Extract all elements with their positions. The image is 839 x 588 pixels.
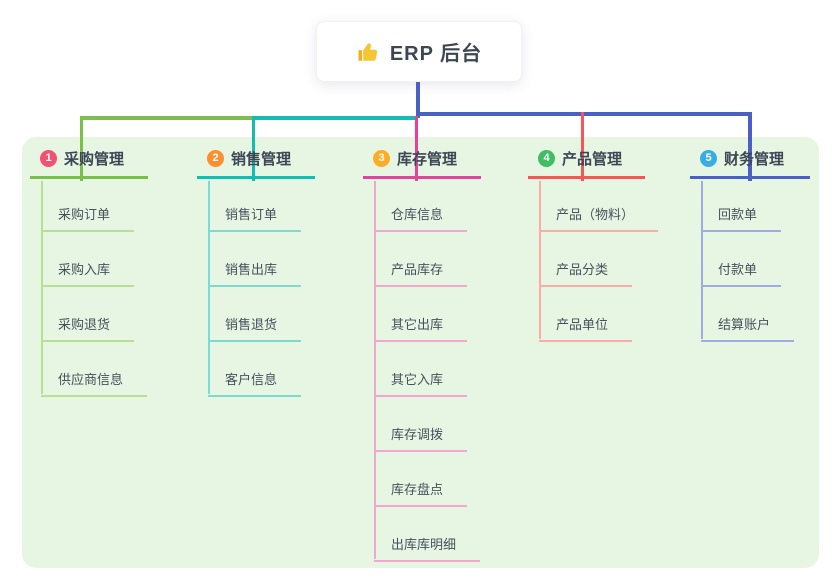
leaf-node[interactable]: 采购订单 xyxy=(41,205,135,232)
leaf-node[interactable]: 其它入库 xyxy=(374,370,468,397)
branch-badge: 1 xyxy=(40,150,57,167)
connector-drop-1 xyxy=(80,116,83,181)
connector-drop-4 xyxy=(581,112,584,181)
branch-label: 采购管理 xyxy=(64,151,125,168)
branch-label: 财务管理 xyxy=(724,151,785,168)
leaf-node[interactable]: 库存调拨 xyxy=(374,425,468,452)
leaf-node[interactable]: 客户信息 xyxy=(208,370,302,397)
branch-label: 库存管理 xyxy=(397,151,458,168)
branch-vline-purchase xyxy=(41,181,43,394)
branch-label: 销售管理 xyxy=(231,151,292,168)
connector-drop-5 xyxy=(748,112,752,181)
connector-trunk xyxy=(416,82,420,118)
branch-badge: 3 xyxy=(373,150,390,167)
root-title: ERP 后台 xyxy=(389,43,483,65)
leaf-node[interactable]: 产品单位 xyxy=(539,315,633,342)
root-node[interactable]: ERP 后台 xyxy=(316,21,522,82)
leaf-node[interactable]: 产品（物料） xyxy=(539,205,659,232)
branch-vline-product xyxy=(539,181,541,339)
leaf-node[interactable]: 出库库明细 xyxy=(374,535,481,562)
branch-head-inventory[interactable]: 3 库存管理 xyxy=(363,148,481,179)
branch-badge: 4 xyxy=(538,150,555,167)
leaf-node[interactable]: 产品库存 xyxy=(374,260,468,287)
branch-head-sales[interactable]: 2 销售管理 xyxy=(197,148,315,179)
connector-spine-left xyxy=(80,116,254,120)
leaf-node[interactable]: 供应商信息 xyxy=(41,370,148,397)
leaf-node[interactable]: 库存盘点 xyxy=(374,480,468,507)
leaf-node[interactable]: 采购入库 xyxy=(41,260,135,287)
leaf-node[interactable]: 仓库信息 xyxy=(374,205,468,232)
branch-head-product[interactable]: 4 产品管理 xyxy=(528,148,645,179)
mindmap-panel xyxy=(22,137,819,568)
connector-drop-3 xyxy=(415,116,418,181)
leaf-node[interactable]: 销售退货 xyxy=(208,315,302,342)
leaf-node[interactable]: 其它出库 xyxy=(374,315,468,342)
branch-head-purchase[interactable]: 1 采购管理 xyxy=(30,148,148,179)
leaf-node[interactable]: 结算账户 xyxy=(701,315,795,342)
branch-vline-finance xyxy=(701,181,703,339)
leaf-node[interactable]: 销售订单 xyxy=(208,205,302,232)
thumbs-up-icon xyxy=(356,40,380,64)
branch-badge: 5 xyxy=(700,150,717,167)
leaf-node[interactable]: 付款单 xyxy=(701,260,782,287)
branch-vline-inventory xyxy=(374,181,376,559)
connector-spine-right xyxy=(418,112,752,116)
leaf-node[interactable]: 产品分类 xyxy=(539,260,633,287)
leaf-node[interactable]: 回款单 xyxy=(701,205,782,232)
leaf-node[interactable]: 销售出库 xyxy=(208,260,302,287)
leaf-node[interactable]: 采购退货 xyxy=(41,315,135,342)
connector-drop-2 xyxy=(252,116,255,181)
branch-label: 产品管理 xyxy=(562,151,623,168)
branch-badge: 2 xyxy=(207,150,224,167)
connector-spine-mid xyxy=(254,116,418,120)
branch-head-finance[interactable]: 5 财务管理 xyxy=(690,148,810,179)
branch-vline-sales xyxy=(208,181,210,394)
